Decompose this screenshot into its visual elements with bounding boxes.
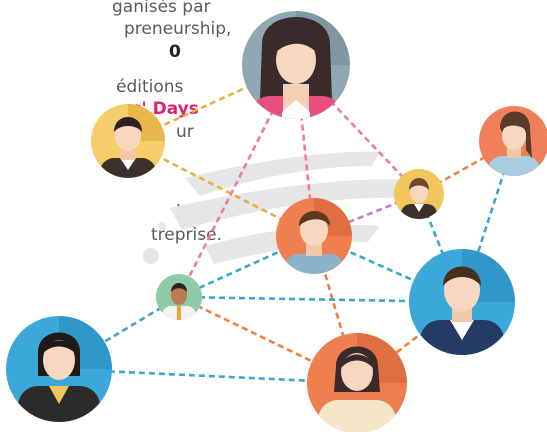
avatar-man-beige-suit bbox=[91, 104, 165, 178]
text-line: ganisés par bbox=[112, 0, 211, 17]
avatar-man-blue bbox=[409, 249, 515, 355]
avatar-woman-ponytail bbox=[479, 106, 547, 176]
text-line: ur bbox=[176, 122, 194, 142]
text-line: éditions bbox=[116, 77, 184, 97]
avatar-woman-small bbox=[394, 169, 444, 219]
avatar-man-small bbox=[156, 274, 202, 320]
avatar-woman-long-hair bbox=[242, 11, 350, 119]
text-line: preneurship, bbox=[124, 19, 232, 39]
text-line: treprise. bbox=[151, 225, 222, 245]
text-line: 0 bbox=[169, 42, 181, 62]
avatar-woman-orange bbox=[307, 333, 407, 432]
avatar-woman-bob bbox=[6, 316, 112, 422]
avatar-man-center bbox=[276, 198, 352, 274]
